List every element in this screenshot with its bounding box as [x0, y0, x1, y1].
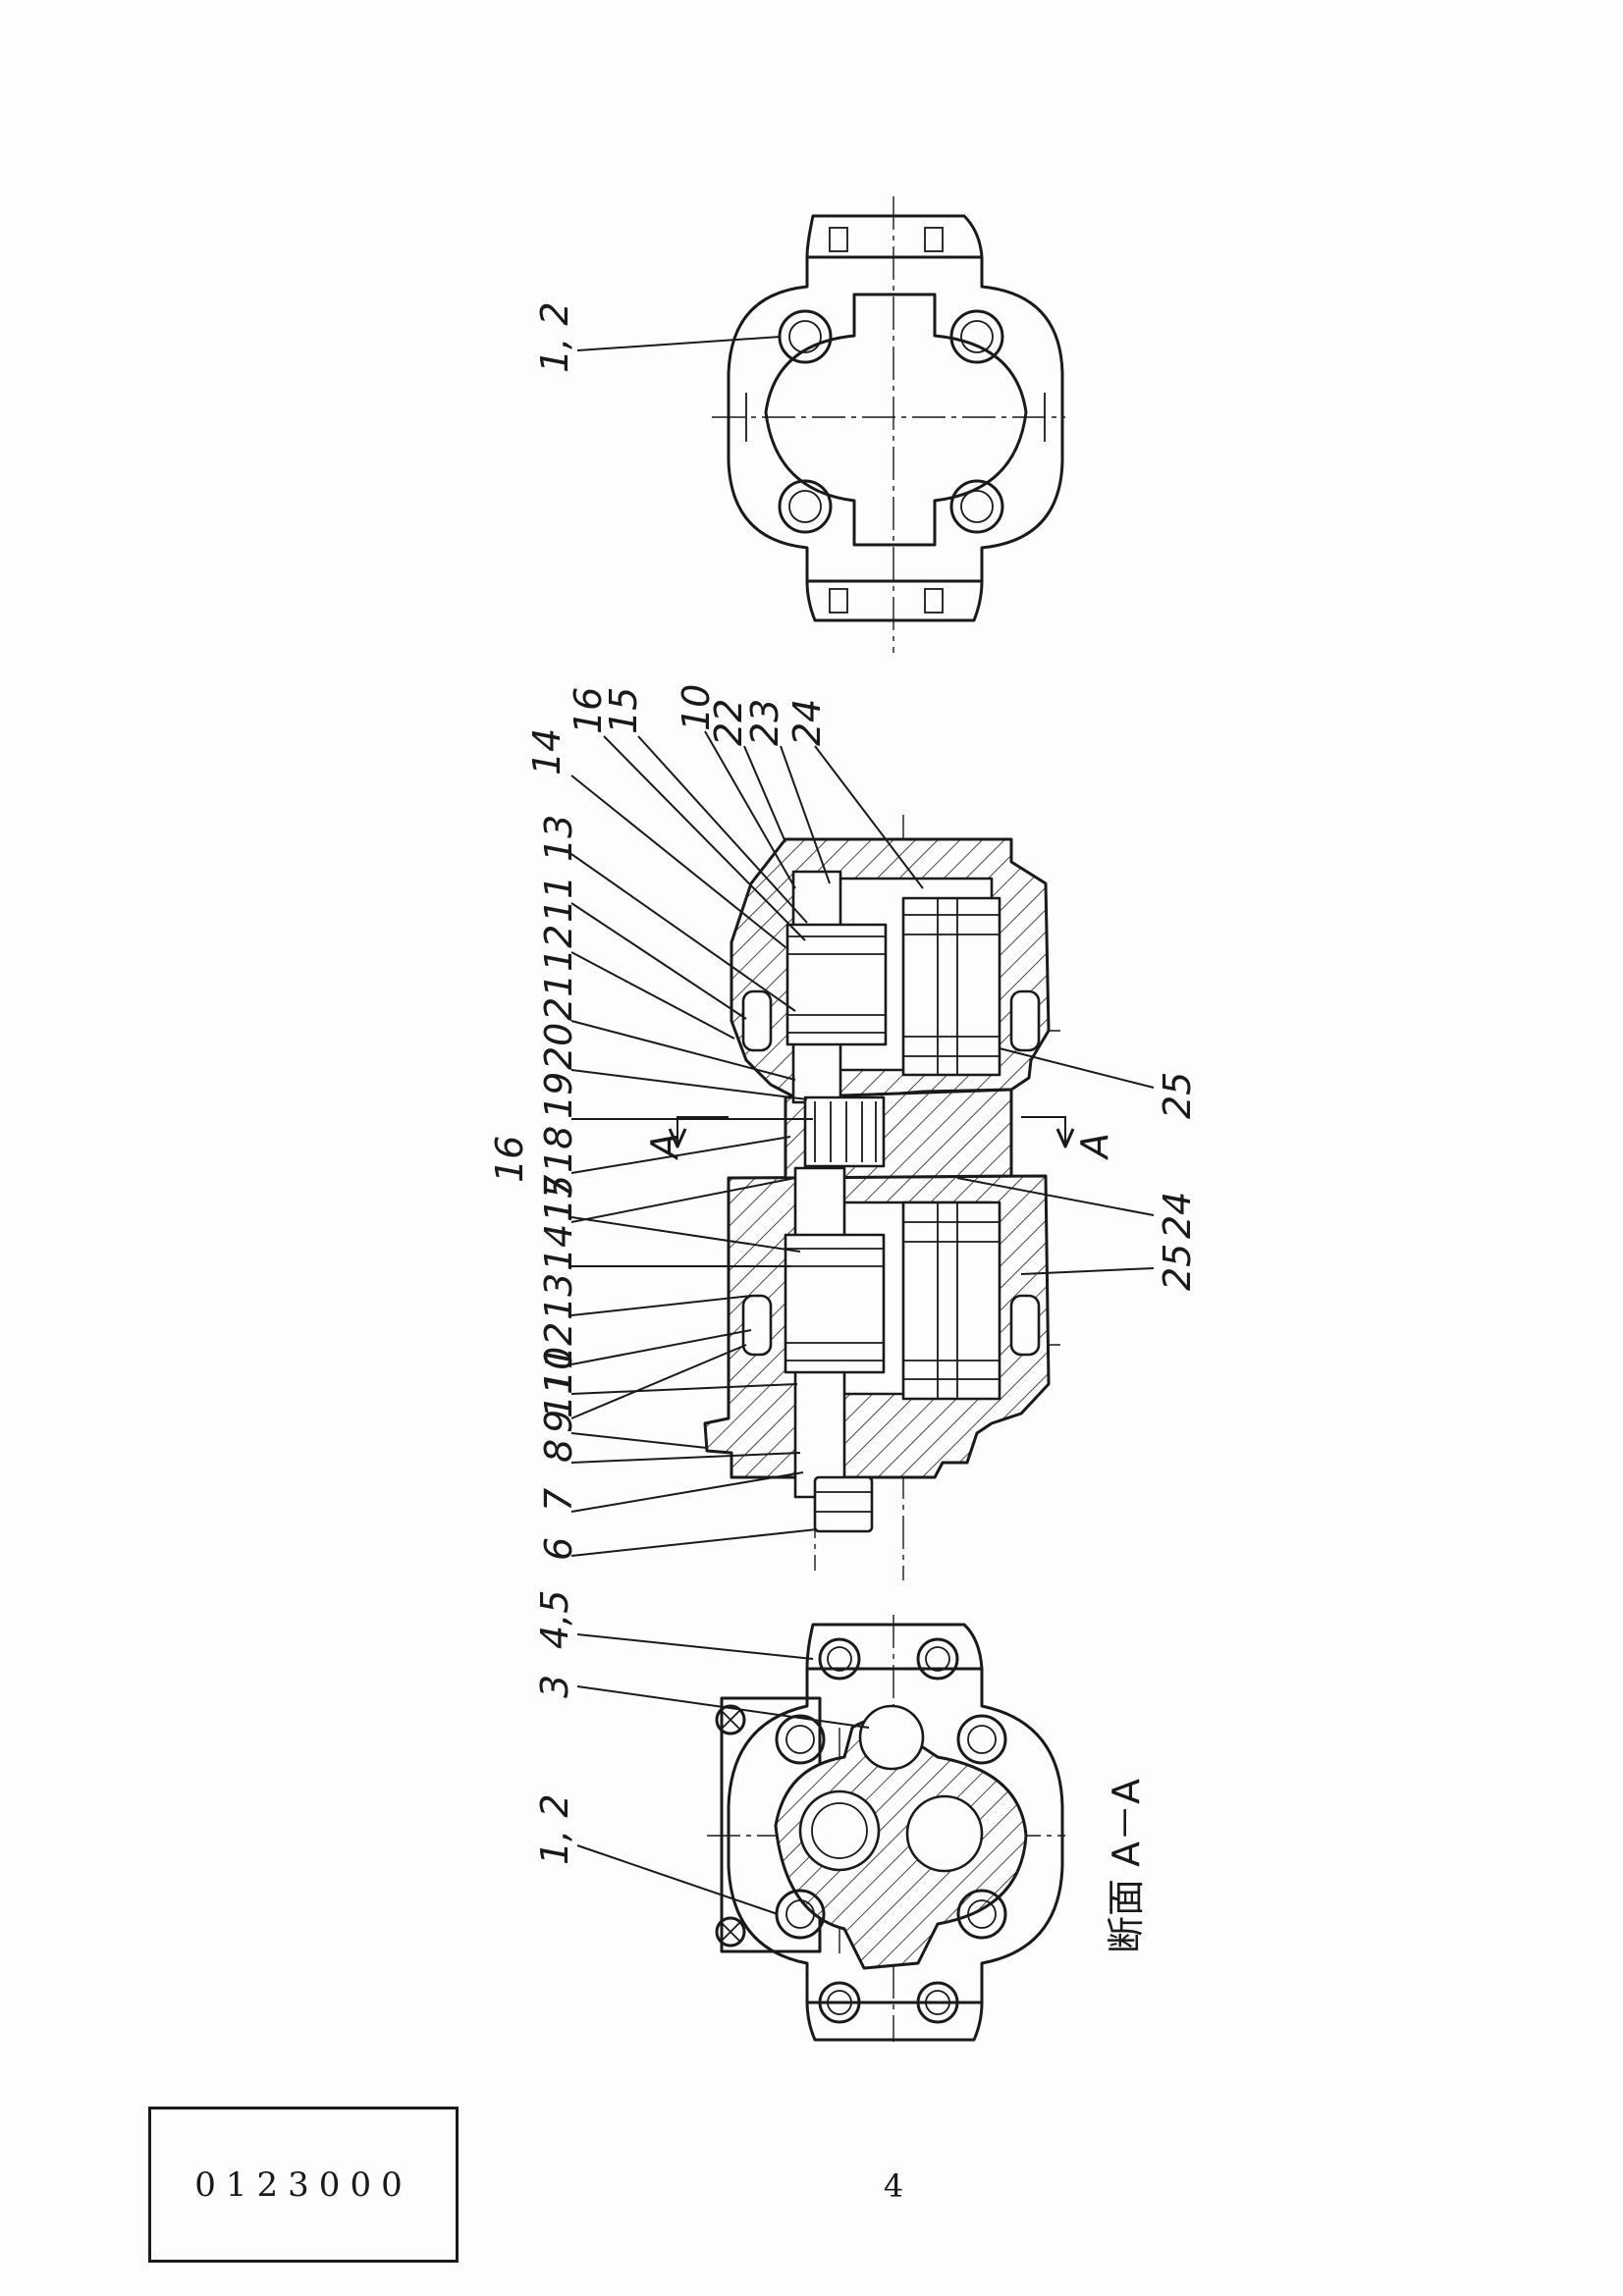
svg-text:19: 19 [537, 1072, 580, 1119]
top-callouts: 14 16 15 10 22 23 24 [525, 684, 924, 948]
svg-text:20: 20 [537, 1023, 580, 1070]
svg-text:15: 15 [602, 687, 645, 734]
callout-3: 3 [533, 1675, 576, 1698]
svg-text:22: 22 [707, 699, 750, 746]
svg-text:16: 16 [567, 687, 610, 734]
section-title: 断面 A－A [1105, 1779, 1148, 1953]
svg-text:17: 17 [537, 1175, 580, 1222]
svg-text:24: 24 [785, 699, 829, 746]
end-view-drawing: 1, 2 [533, 196, 1065, 653]
svg-text:14: 14 [537, 1224, 580, 1271]
svg-text:8: 8 [537, 1439, 580, 1463]
svg-text:24: 24 [1156, 1192, 1199, 1239]
rear-pump-left-callouts: 13 11 12 21 20 19 18 17 [537, 815, 813, 1223]
callout-section-1-2: 1, 2 [533, 1793, 576, 1865]
front-pump-left-callouts: 16 15 14 13 12 11 10 9 8 7 6 [488, 1136, 818, 1561]
svg-text:13: 13 [537, 815, 580, 862]
right-callouts: 25 24 25 [956, 1047, 1199, 1291]
svg-text:14: 14 [525, 728, 568, 775]
section-marker-a-right: A [1073, 1133, 1116, 1161]
longitudinal-section-drawing: A A 14 16 15 10 22 23 24 13 11 12 [488, 684, 1199, 1580]
callout-end-view-1-2: 1, 2 [533, 301, 576, 373]
svg-text:23: 23 [743, 699, 786, 746]
document-code: 0123000 [194, 2164, 412, 2205]
svg-text:13: 13 [537, 1273, 580, 1320]
svg-text:25: 25 [1156, 1072, 1199, 1119]
svg-text:6: 6 [537, 1537, 580, 1561]
callout-4-5: 4,5 [533, 1590, 576, 1649]
svg-text:11: 11 [537, 876, 580, 923]
svg-text:21: 21 [537, 974, 580, 1021]
page-number: 4 [883, 2167, 904, 2205]
svg-text:12: 12 [537, 925, 580, 972]
svg-text:16: 16 [488, 1136, 531, 1183]
section-marker-a-left: A [643, 1133, 686, 1161]
svg-text:25: 25 [1156, 1244, 1199, 1291]
svg-text:12: 12 [537, 1322, 580, 1369]
svg-text:10: 10 [675, 684, 718, 731]
document-code-box: 0123000 [148, 2107, 459, 2263]
svg-text:15: 15 [537, 1175, 580, 1222]
section-a-a-drawing: 4,5 3 1, 2 断面 A－A [533, 1590, 1148, 2042]
svg-text:7: 7 [537, 1488, 580, 1512]
svg-text:9: 9 [537, 1410, 580, 1433]
svg-text:10: 10 [537, 1347, 580, 1394]
svg-text:18: 18 [537, 1126, 580, 1173]
